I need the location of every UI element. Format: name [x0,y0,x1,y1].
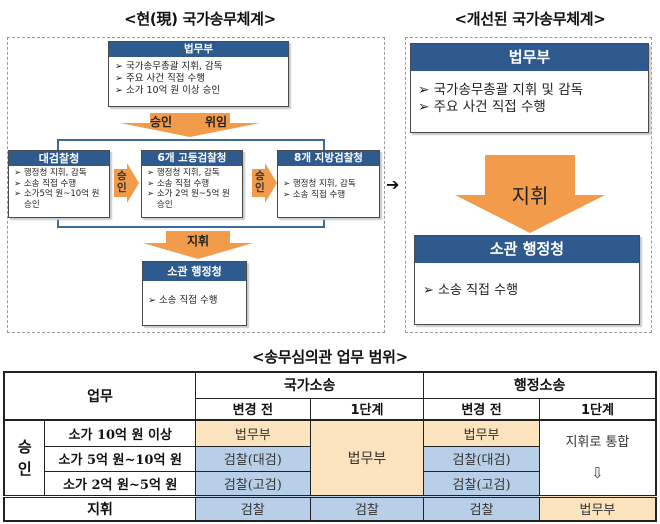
high-item: ➢ 소가 2억 원~5억 원 [147,189,230,200]
agency-item: ➢ 소송 직접 수행 [148,295,218,306]
moj-item: ➢ 주요 사건 직접 수행 [115,72,205,84]
row-label: 소가 2억 원~5억 원 [44,470,196,497]
approve-arrow-1-label: 승인 [117,170,127,194]
approve-label: 승인 [150,115,173,129]
high-item: ➢ 소송 직접 수행 [147,178,210,189]
agency-header: 소관 행정청 [143,262,246,281]
state-stage1-merged-cell: 법무부 [309,419,425,497]
improved-agency-header: 소관 행정청 [415,236,639,263]
high-item: ➢ 행정청 지휘, 감독 [147,168,220,178]
subheader-admin-before: 변경 전 [423,397,540,421]
direct-admin-stage1-cell: 법무부 [538,495,657,522]
improved-moj-item: ➢ 국가송무총괄 지휘 및 감독 [418,82,584,98]
header-state-litigation: 국가소송 [194,371,425,399]
supreme-item: ➢ 소가5억 원~10억 원 [14,189,100,200]
direct-state-before-cell: 검찰 [195,495,311,522]
transition-arrow-icon: ➔ [386,175,400,194]
row-label: 소가 5억 원~10억 원 [44,445,196,472]
bracket-bottom-line [57,214,325,228]
moj-box: 법무부 ➢ 국가송무총괄 지휘, 감독 ➢ 주요 사건 직접 수행 ➢ 소가 1… [108,41,289,107]
supreme-prosecutors-header: 대검찰청 [9,151,109,166]
admin-stage1-merged-text: 지휘로 통합 [565,434,630,450]
moj-item: ➢ 소가 10억 원 이상 승인 [115,84,221,96]
current-system-title: <현(現) 국가송무체계> [124,10,276,28]
improved-moj-item: ➢ 주요 사건 직접 수행 [418,98,546,115]
subheader-admin-stage1: 1단계 [538,397,657,421]
approve-arrow-right-icon [114,163,139,203]
district-prosecutors-box: 8개 지방검찰청 ➢ 행정청 지휘, 감독 ➢ 소송 직접 수행 [277,150,380,218]
direct-state-stage1-cell: 검찰 [309,495,425,522]
agency-box: 소관 행정청 ➢ 소송 직접 수행 [142,261,247,326]
approve-arrow-right-icon [252,163,277,203]
moj-item: ➢ 국가송무총괄 지휘, 감독 [115,61,223,72]
direct-admin-before-cell: 검찰 [423,495,540,522]
district-item: ➢ 소송 직접 수행 [283,189,346,200]
improved-agency-item: ➢ 소송 직접 수행 [423,283,519,298]
admin-stage1-merged-cell: 지휘로 통합 ⇩ [538,419,657,497]
down-arrow-icon: ⇩ [591,463,604,482]
improved-system-frame [405,37,652,333]
approve-delegate-arrow-icon [120,113,260,137]
state-before-cell: 검찰(대검) [195,445,311,472]
district-item: ➢ 행정청 지휘, 감독 [283,179,356,189]
row-label: 소가 10억 원 이상 [44,419,196,447]
improved-moj-header: 법무부 [411,44,648,71]
subheader-state-stage1: 1단계 [309,397,425,421]
supreme-item: ➢ 행정청 지휘, 감독 [14,168,87,178]
direct-row-label: 지휘 [3,495,196,522]
approval-label: 승인 [3,419,46,497]
current-system-frame [7,37,385,333]
scope-table-title: <송무심의관 업무 범위> [252,348,408,366]
supreme-item: 승인 [24,199,40,210]
admin-before-cell: 검찰(고검) [423,470,540,497]
improved-moj-box: 법무부 ➢ 국가송무총괄 지휘 및 감독 ➢ 주요 사건 직접 수행 [410,43,649,133]
improved-direct-arrow-label: 지휘 [511,184,549,208]
district-prosecutors-header: 8개 지방검찰청 [278,151,379,166]
direct-arrow-label: 지휘 [186,234,210,248]
admin-before-cell: 법무부 [423,419,540,447]
moj-header: 법무부 [109,42,288,57]
state-before-cell: 검찰(고검) [195,470,311,497]
header-admin-litigation: 행정소송 [423,371,658,399]
state-before-cell: 법무부 [195,419,311,447]
bracket-top-line [57,139,325,153]
high-prosecutors-header: 6개 고등검찰청 [142,151,242,166]
high-item: 승인 [157,199,173,210]
improved-agency-box: 소관 행정청 ➢ 소송 직접 수행 [414,235,640,325]
delegate-label: 위임 [205,115,228,129]
direct-arrow-down-icon [143,231,253,259]
approve-arrow-2-label: 승인 [255,170,265,194]
admin-before-cell: 검찰(대검) [423,445,540,472]
header-task: 업무 [3,371,196,421]
subheader-state-before: 변경 전 [195,397,311,421]
improved-system-title: <개선된 국가송무체계> [454,10,606,28]
improved-direct-arrow-down-icon [455,155,605,233]
high-prosecutors-box: 6개 고등검찰청 ➢ 행정청 지휘, 감독 ➢ 소송 직접 수행 ➢ 소가 2억… [141,150,243,218]
supreme-item: ➢ 소송 직접 수행 [14,178,77,189]
supreme-prosecutors-box: 대검찰청 ➢ 행정청 지휘, 감독 ➢ 소송 직접 수행 ➢ 소가5억 원~10… [8,150,110,218]
scope-table: 업무 국가소송 행정소송 변경 전 1단계 변경 전 1단계 승인 소가 10억… [3,371,658,522]
